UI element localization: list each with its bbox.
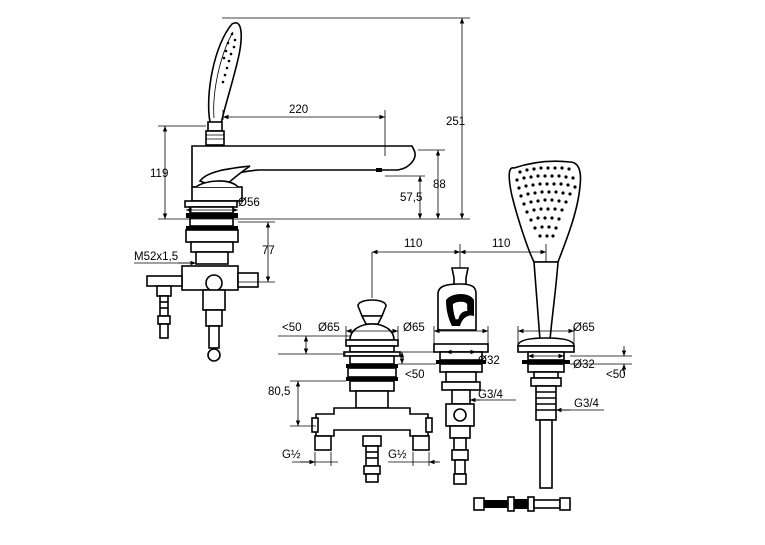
valve-assembly: <50 Ø65 80,5 G½ G½: [268, 252, 440, 483]
dim-shower-hole: Ø32: [573, 359, 595, 371]
dim-diverter-deck: <50: [405, 369, 425, 381]
dim-diverter-hole: Ø32: [478, 355, 500, 367]
spout-assembly: 251 220 119 88 57,5 Ø56 77 M52x1,5: [134, 17, 470, 362]
hose-connector: [473, 496, 571, 512]
dim-mount-thread: M52x1,5: [134, 251, 178, 263]
dim-mount-depth: 77: [262, 245, 275, 257]
hand-shower-head: [207, 22, 242, 125]
dim-diverter-thread: G3/4: [478, 389, 504, 401]
dim-spout-reach: 220: [289, 104, 308, 116]
dim-shower-thread: G3/4: [574, 398, 600, 410]
dim-valve-diameter: Ø65: [318, 322, 340, 334]
dim-body-height: 119: [150, 168, 168, 180]
dim-spacing-right: 110: [492, 238, 510, 250]
dim-spout-height: 88: [433, 179, 446, 191]
dim-shower-diameter: Ø65: [573, 322, 595, 334]
dim-valve-conn-left: G½: [282, 449, 301, 461]
dim-outlet-height: 57,5: [400, 192, 422, 204]
shower-spray-dots: [515, 166, 577, 238]
dim-spacing-left: 110: [404, 238, 422, 250]
dim-base-diameter: Ø56: [238, 197, 260, 209]
dim-total-height: 251: [446, 116, 465, 128]
hand-shower-assembly: 110 Ø65 Ø32 <50 G3/4: [460, 160, 632, 512]
dim-valve-conn-right: G½: [388, 449, 407, 461]
dim-valve-deck: <50: [282, 322, 302, 334]
dim-shower-deck: <50: [606, 369, 626, 381]
dim-valve-depth: 80,5: [268, 386, 290, 398]
dim-diverter-diameter: Ø65: [403, 322, 425, 334]
diverter-assembly: 110 Ø65 Ø32 <50 G3/4: [372, 238, 516, 485]
